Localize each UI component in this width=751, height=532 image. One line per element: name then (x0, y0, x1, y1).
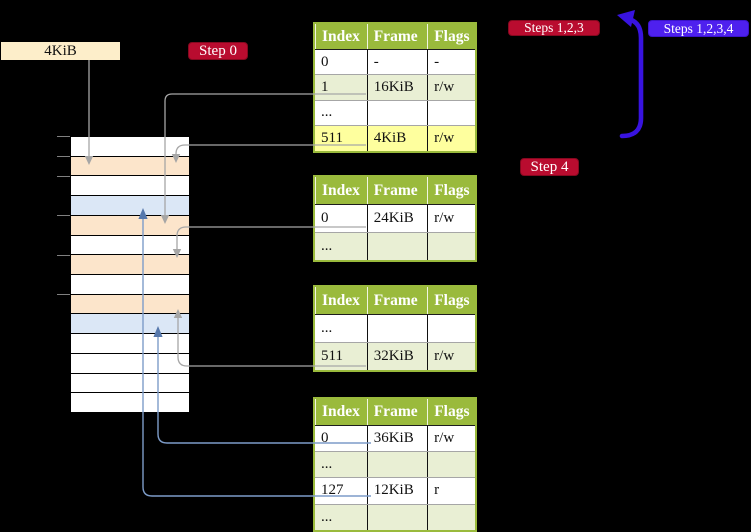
column-header-flags: Flags (427, 177, 475, 204)
physical-memory-column (70, 136, 190, 413)
page-table-4-frame-cell: 12KiB (366, 478, 427, 504)
page-table-1-row-0: 0 -- (315, 49, 475, 75)
page-table-4-row-3: ... (315, 503, 475, 530)
memory-frame-row-7-free (71, 274, 189, 294)
memory-frame-row-12-free (71, 372, 189, 393)
page-table-1-index-cell: 0 (321, 53, 329, 70)
page-table-4-frame-cell (366, 504, 427, 530)
memory-frame-row-1-pagetable (71, 155, 189, 176)
memory-frame-row-3-mapped (71, 195, 189, 215)
badge-step-4: Step 4 (520, 158, 579, 176)
badge-steps-123: Steps 1,2,3 (508, 20, 600, 36)
page-table-4-flags-cell (427, 452, 475, 478)
page-table-4-flags-cell (427, 504, 475, 530)
page-table-3-row-0: ... (315, 314, 475, 342)
page-table-4-index-cell: 127 (321, 482, 344, 499)
column-header-flags: Flags (427, 24, 475, 49)
memory-tick (57, 176, 70, 177)
column-header-index: Index (315, 287, 367, 314)
page-table-4-frame-cell: 36KiB (366, 426, 427, 452)
page-table-3-index-cell: 511 (321, 348, 343, 364)
page-table-1-index-cell: ... (321, 104, 333, 121)
memory-frame-row-8-pagetable (71, 293, 189, 314)
memory-tick (57, 294, 70, 295)
page-table-2-flags-cell: r/w (427, 205, 475, 232)
page-table-1-frame-cell: - (366, 50, 427, 75)
column-header-frame: Frame (366, 177, 427, 204)
memory-frame-row-4-pagetable (71, 214, 189, 235)
page-table-1-index-cell: 511 (315, 126, 367, 151)
page-table-3-flags-cell: r/w (427, 343, 475, 370)
page-table-4-index-cell: 0 (321, 430, 329, 447)
memory-frame-row-11-free (71, 352, 189, 373)
page-table-4-index-cell: ... (321, 508, 333, 525)
column-header-index: Index (315, 24, 367, 49)
page-table-2-row-1: ... (315, 232, 475, 260)
column-header-flags: Flags (427, 399, 475, 425)
memory-frame-row-5-free (71, 234, 189, 255)
page-table-3-frame-cell: 32KiB (366, 343, 427, 370)
memory-tick (57, 255, 70, 256)
badge-steps-1234: Steps 1,2,3,4 (648, 20, 749, 37)
page-table-1-flags-cell: r/w (427, 75, 475, 100)
recursive-loop-arrow (619, 17, 644, 139)
column-header-flags: Flags (427, 287, 475, 314)
column-header-index: Index (315, 399, 367, 425)
column-header-index: Index (315, 177, 367, 204)
page-table-2-index-cell: ... (321, 238, 333, 254)
memory-frame-row-9-mapped (71, 313, 189, 334)
page-table-2-frame-cell (366, 233, 427, 260)
memory-frame-row-2-free (71, 175, 189, 196)
page-table-3-frame-cell (366, 315, 427, 342)
page-table-4-flags-cell: r/w (427, 426, 475, 452)
page-table-4-flags-cell: r (427, 478, 475, 504)
memory-frame-row-13-free (71, 392, 189, 413)
page-table-1-index-cell: 1 (321, 79, 329, 96)
page-table-4-index-cell: ... (321, 456, 333, 473)
page-table-3-flags-cell (427, 315, 475, 342)
memory-frame-row-6-pagetable (71, 254, 189, 275)
page-table-1-frame-cell (366, 100, 427, 126)
memory-tick (57, 156, 70, 157)
page-table-3-index-cell: ... (321, 320, 333, 336)
page-table-1-frame-cell: 16KiB (366, 75, 427, 100)
memory-frame-row-0-free (71, 137, 189, 156)
page-table-1-flags-cell (427, 100, 475, 126)
badge-step-0: Step 0 (188, 42, 248, 60)
column-header-frame: Frame (366, 399, 427, 425)
page-table-1-frame-cell: 4KiB (366, 126, 428, 151)
page-table-2-frame-cell: 24KiB (366, 205, 427, 232)
page-table-1-flags-cell: r/w (427, 126, 475, 151)
page-table-4-frame-cell (366, 452, 427, 478)
page-table-2-index-cell: 0 (321, 210, 329, 226)
page-table-4-row-1: ... (315, 451, 475, 478)
column-header-frame: Frame (366, 24, 427, 49)
recursive-loop-arrowhead (617, 10, 635, 27)
page-table-1-row-2: ... (315, 99, 475, 126)
page-table-2-flags-cell (427, 233, 475, 260)
memory-tick (57, 215, 70, 216)
frame-size-label: 4KiB (1, 42, 120, 60)
memory-frame-row-10-free (71, 333, 189, 353)
memory-tick (57, 136, 70, 137)
page-table-1-flags-cell: - (427, 50, 475, 75)
column-header-frame: Frame (366, 287, 427, 314)
